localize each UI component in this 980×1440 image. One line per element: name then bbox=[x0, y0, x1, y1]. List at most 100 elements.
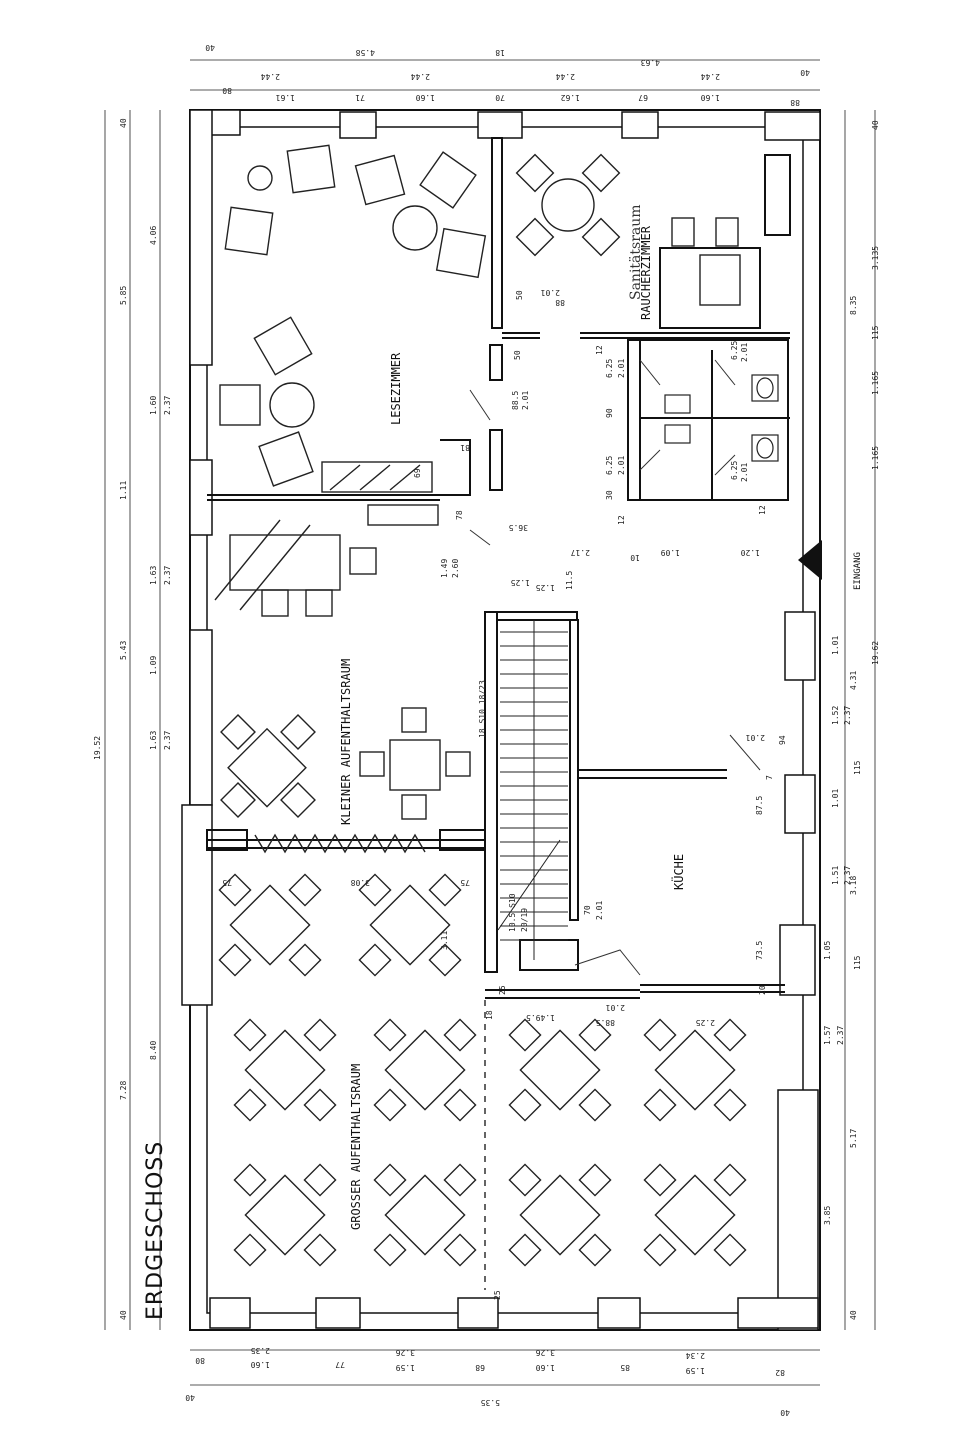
table-group-3 bbox=[233, 1018, 337, 1122]
dim-text: 2.01 bbox=[617, 359, 626, 378]
dim-text: 75 bbox=[222, 878, 232, 887]
dim-text: 3.18 bbox=[849, 876, 858, 895]
dim-text: 50 bbox=[513, 350, 522, 360]
title-group: ERDGESCHOSS bbox=[143, 1141, 168, 1320]
dim-text: 2.44 bbox=[556, 72, 575, 81]
dim-text: 94 bbox=[778, 735, 787, 745]
dim-text: 115 bbox=[871, 325, 880, 340]
dim-text: 73.5 bbox=[755, 941, 764, 960]
dim-text: 68 bbox=[475, 1363, 485, 1372]
dim-text: 2.01 bbox=[617, 456, 626, 475]
table-group-2 bbox=[358, 873, 462, 977]
wall-piers bbox=[181, 109, 821, 1331]
dim-text: 71 bbox=[355, 93, 365, 102]
dim-text: 2.37 bbox=[163, 731, 172, 750]
dim-text: 3.08 bbox=[351, 878, 370, 887]
room-label-lesezimmer: LESEZIMMER bbox=[389, 352, 403, 425]
dim-text: 82 bbox=[775, 1368, 785, 1377]
dim-text: 1.09 bbox=[661, 548, 680, 557]
room-label-kueche: KÜCHE bbox=[670, 854, 686, 890]
furniture-raucherzimmer bbox=[515, 153, 741, 306]
dim-text: 20/19 bbox=[520, 908, 529, 932]
dim-text: 1.165 bbox=[871, 446, 880, 470]
dim-text: 88.5 bbox=[511, 391, 520, 410]
dimension-lines bbox=[104, 59, 876, 1386]
dim-text: 3.11 bbox=[440, 931, 449, 950]
room-label-raucherzimmer: RAUCHERZIMMER bbox=[639, 225, 653, 320]
dim-text: 5.35 bbox=[481, 1398, 500, 1407]
dim-text: 67 bbox=[638, 93, 648, 102]
furniture-kleiner-aufenthaltsraum bbox=[214, 504, 471, 854]
dim-text: 2.37 bbox=[163, 566, 172, 585]
dim-text: 3.26 bbox=[396, 1348, 415, 1357]
dim-text: 2.01 bbox=[541, 288, 560, 297]
table-group-10 bbox=[643, 1163, 747, 1267]
dim-text: 10 bbox=[630, 553, 640, 562]
dim-text: 6.25 bbox=[730, 461, 739, 480]
door-swings bbox=[469, 359, 761, 976]
dim-text: 75 bbox=[460, 878, 470, 887]
dim-text: 40 bbox=[119, 1310, 128, 1320]
outer-walls bbox=[189, 109, 821, 1331]
dim-text: 1.60 bbox=[149, 396, 158, 415]
dim-text: 19.52 bbox=[93, 736, 102, 760]
dim-text: 36.5 bbox=[509, 523, 528, 532]
dim-text: 18 bbox=[485, 1010, 494, 1020]
dim-text: 90 bbox=[605, 408, 614, 418]
dim-text: 3.85 bbox=[823, 1206, 832, 1225]
dim-text: 80 bbox=[222, 86, 232, 95]
dim-text: 6.25 bbox=[730, 341, 739, 360]
dim-text: 11.5 bbox=[565, 571, 574, 590]
dim-text: 6.25 bbox=[605, 456, 614, 475]
dim-text: 2.44 bbox=[261, 72, 280, 81]
dim-text: 81 bbox=[460, 443, 470, 452]
table-group-8 bbox=[373, 1163, 477, 1267]
dim-text: 1.25 bbox=[536, 583, 555, 592]
dim-text: 12 bbox=[758, 505, 767, 515]
dim-text: 25 bbox=[498, 985, 507, 995]
dim-text: 115 bbox=[853, 955, 862, 970]
dim-text: 1.61 bbox=[276, 93, 295, 102]
dim-text: 8.40 bbox=[149, 1041, 158, 1060]
dim-text: 77 bbox=[335, 1360, 345, 1369]
dim-text: 1.60 bbox=[701, 93, 720, 102]
dim-text: 1.49 bbox=[440, 559, 449, 578]
table-group-7 bbox=[233, 1163, 337, 1267]
table-group-5 bbox=[508, 1018, 612, 1122]
dim-text: 1.59 bbox=[396, 1363, 415, 1372]
entrance-arrow-icon bbox=[798, 540, 822, 580]
dim-left-outer: 40 5.85 1.11 5.43 7.28 19.52 40 bbox=[93, 118, 128, 1320]
dim-text: 40 bbox=[185, 1393, 195, 1402]
dim-text: 78 bbox=[455, 510, 464, 520]
dim-text: 2.17 bbox=[571, 548, 590, 557]
dim-text: 2.60 bbox=[451, 559, 460, 578]
dim-text: 88.5 bbox=[596, 1018, 615, 1027]
dim-text: 25 bbox=[493, 1290, 502, 1300]
dim-text: 20 bbox=[758, 985, 767, 995]
room-label-grosser-aufenthaltsraum: GROSSER AUFENTHALTSRAUM bbox=[349, 1064, 363, 1230]
dim-text: 1.52 bbox=[831, 706, 840, 725]
dim-text: 50 bbox=[515, 290, 524, 300]
entrance-label: EINGANG bbox=[853, 552, 863, 590]
dim-text: 80 bbox=[195, 1356, 205, 1365]
staircase bbox=[497, 620, 568, 960]
dim-text: 4.06 bbox=[149, 226, 158, 245]
dim-text: 7.28 bbox=[119, 1081, 128, 1100]
dim-text: 1.01 bbox=[831, 636, 840, 655]
dim-text: 18 S10 18/23 bbox=[478, 680, 487, 738]
dim-text: 4.63 bbox=[641, 58, 660, 67]
room-label-kleiner-aufenthaltsraum: KLEINER AUFENTHALTSRAUM bbox=[339, 659, 353, 825]
dim-text: 18 bbox=[495, 48, 505, 57]
dim-text: 7 bbox=[765, 775, 774, 780]
dim-text: 88 bbox=[790, 98, 800, 107]
dim-text: 4.58 bbox=[356, 48, 375, 57]
dim-bottom-row2: 40 5.35 40 bbox=[185, 1393, 790, 1417]
dim-text: 2.44 bbox=[411, 72, 430, 81]
dim-top-row1: 40 4.58 18 4.63 40 bbox=[205, 43, 810, 77]
table-group-4 bbox=[373, 1018, 477, 1122]
dim-text: 1.51 bbox=[831, 866, 840, 885]
dim-text: 2.01 bbox=[606, 1003, 625, 1012]
dim-text: 1.20 bbox=[741, 548, 760, 557]
dim-text: 115 bbox=[853, 760, 862, 775]
